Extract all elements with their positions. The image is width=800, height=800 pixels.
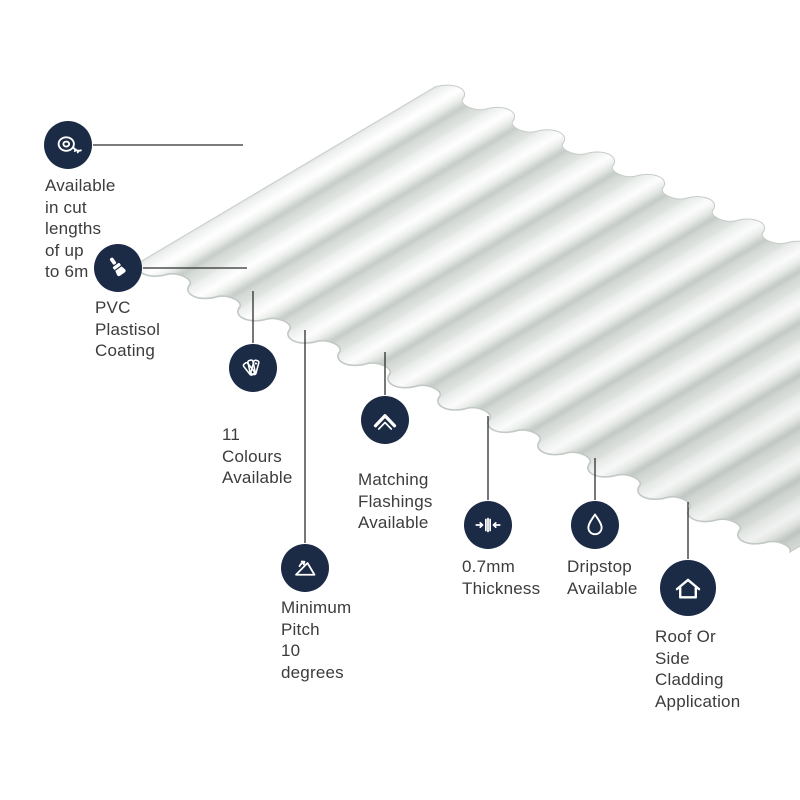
pvc-coating-badge — [94, 244, 142, 292]
cut-lengths-label: Available in cut lengths of up to 6m — [45, 176, 116, 281]
pvc-coating-label: PVC Plastisol Coating — [95, 298, 161, 360]
pitch-badge — [281, 544, 329, 592]
pitch-label: Minimum Pitch 10 degrees — [281, 598, 352, 682]
thickness-label: 0.7mm Thickness — [462, 557, 541, 598]
callout-lines — [93, 144, 689, 559]
cladding-label: Roof Or Side Cladding Application — [655, 627, 741, 711]
house-icon — [675, 578, 701, 599]
flashings-badge — [361, 396, 409, 444]
colours-label: 11 Colours Available — [222, 425, 293, 487]
cut-lengths-badge — [44, 121, 92, 169]
tape-measure-icon — [57, 136, 82, 154]
cladding-badge — [660, 560, 716, 616]
colours-badge — [229, 344, 277, 392]
thickness-badge — [464, 501, 512, 549]
flashing-icon — [373, 414, 397, 430]
colour-swatch-icon — [242, 359, 260, 376]
droplet-icon — [587, 513, 603, 536]
pitch-angle-icon — [295, 560, 316, 576]
dripstop-badge — [571, 501, 619, 549]
paintbrush-icon — [109, 257, 126, 277]
thickness-icon — [475, 517, 501, 533]
sheet-sheen — [138, 85, 800, 552]
dripstop-label: Dripstop Available — [567, 557, 638, 598]
flashings-label: Matching Flashings Available — [358, 470, 433, 532]
